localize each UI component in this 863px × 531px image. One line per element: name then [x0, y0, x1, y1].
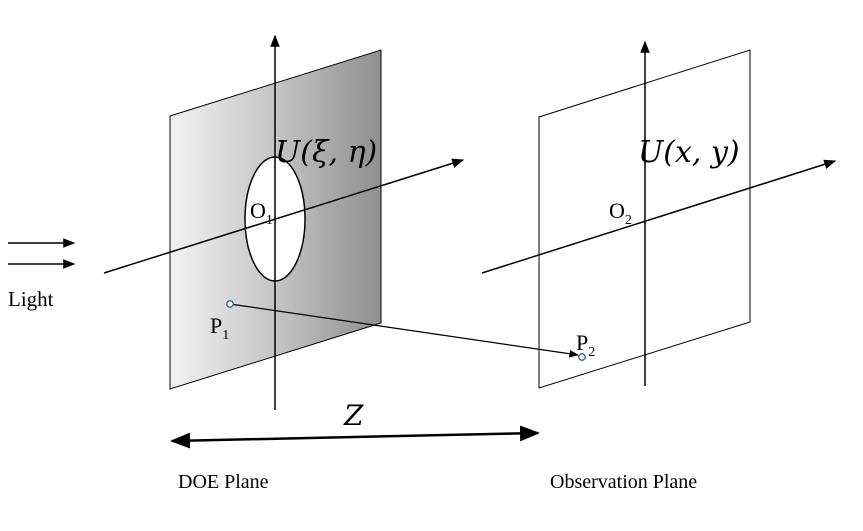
light-arrows [8, 238, 76, 269]
observation-origin-subscript: 2 [625, 213, 632, 228]
distance-label: Z [343, 399, 364, 432]
observation-plane-caption: Observation Plane [550, 471, 697, 493]
doe-origin-label: O1 [250, 198, 273, 228]
observation-origin-label: O2 [609, 198, 632, 228]
point-p2-letter: P [576, 330, 588, 355]
point-p1-label: P1 [210, 313, 229, 343]
point-p2-subscript: 2 [588, 345, 595, 360]
doe-field-label: U(ξ, η) [275, 135, 377, 170]
observation-field-label: U(x, y) [638, 135, 740, 170]
optical-axis-observation [481, 159, 837, 274]
optical-axis-doe [103, 158, 465, 274]
observation-plane-surface [538, 49, 751, 389]
light-label: Light [8, 287, 54, 311]
propagation-ray [229, 303, 579, 358]
point-p1-subscript: 1 [222, 328, 229, 343]
point-p1-letter: P [210, 313, 222, 338]
distance-arrow [170, 425, 540, 449]
doe-origin-letter: O [250, 198, 266, 223]
observation-origin-letter: O [609, 198, 625, 223]
point-p1-marker [226, 300, 234, 308]
doe-plane-caption: DOE Plane [178, 471, 269, 493]
doe-origin-subscript: 1 [266, 213, 273, 228]
doe-plane [169, 34, 382, 410]
observation-plane [481, 40, 837, 389]
point-p2-label: P2 [576, 330, 595, 360]
point-p2-marker [578, 353, 586, 361]
